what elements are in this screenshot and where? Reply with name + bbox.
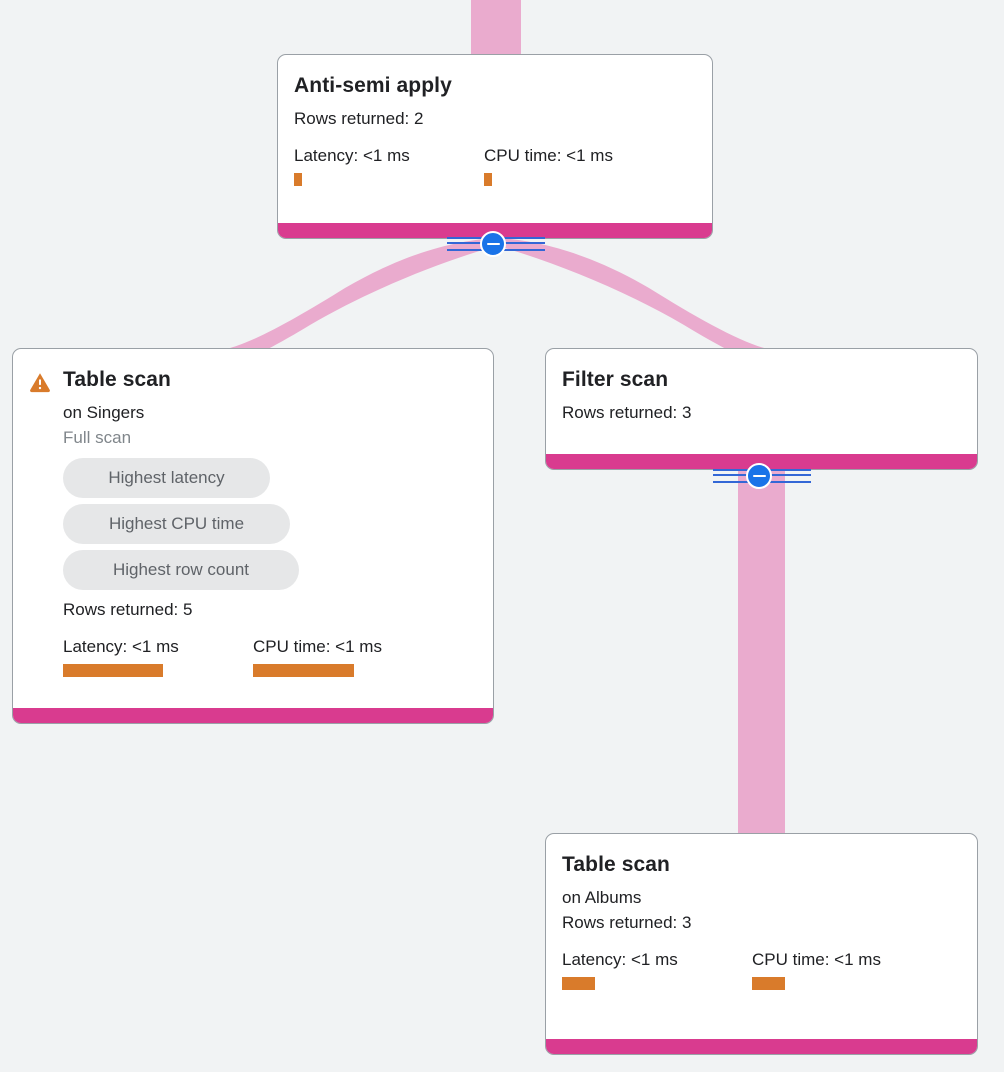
metric-latency-bar (63, 664, 163, 677)
metric-cpu-time-label: CPU time: <1 ms (253, 637, 382, 656)
node-title: Table scan (562, 853, 670, 876)
metric-latency-bar (294, 173, 302, 186)
card-header: Anti-semi apply Rows returned: 2 (294, 73, 696, 131)
metric-cpu-time: CPU time: <1 ms (484, 145, 613, 186)
rows-returned-label: Rows returned: 3 (562, 913, 692, 932)
rows-returned-label: Rows returned: 5 (63, 600, 193, 619)
metric-cpu-time-bar (484, 173, 492, 186)
rows-returned-label: Rows returned: 2 (294, 109, 424, 128)
metrics-row: Latency: <1 ms CPU time: <1 ms (562, 949, 961, 990)
metric-cpu-time-label: CPU time: <1 ms (484, 146, 613, 165)
metric-latency: Latency: <1 ms (562, 949, 752, 990)
card-body: Anti-semi apply Rows returned: 2 Latency… (278, 55, 712, 223)
metric-latency-label: Latency: <1 ms (562, 950, 678, 969)
card-footer-bar (546, 1039, 977, 1054)
toggle-filter-scan[interactable] (713, 463, 811, 489)
minus-circle-icon[interactable] (746, 463, 772, 489)
card-body: Table scan on Singers Full scan Highest … (13, 349, 493, 708)
metric-cpu-time-label: CPU time: <1 ms (752, 950, 881, 969)
node-subtitle: on Albums (562, 888, 642, 907)
warning-triangle-icon (30, 373, 50, 393)
toggle-anti-semi-apply[interactable] (447, 231, 545, 257)
card-footer-bar (278, 223, 712, 238)
node-card-filter-scan[interactable]: Filter scan Rows returned: 3 (545, 348, 978, 470)
node-title: Table scan (63, 368, 171, 391)
card-header: Table scan on Singers Full scan Highest … (29, 367, 477, 677)
badge-highest-row-count: Highest row count (63, 550, 299, 590)
node-card-table-scan-singers[interactable]: Table scan on Singers Full scan Highest … (12, 348, 494, 724)
metric-latency: Latency: <1 ms (294, 145, 484, 186)
badge-highest-latency: Highest latency (63, 458, 270, 498)
card-footer-bar (13, 708, 493, 723)
card-footer-bar (546, 454, 977, 469)
metrics-row: Latency: <1 ms CPU time: <1 ms (294, 145, 696, 186)
card-header: Table scan on Albums Rows returned: 3 La… (562, 852, 961, 990)
node-card-table-scan-albums[interactable]: Table scan on Albums Rows returned: 3 La… (545, 833, 978, 1055)
card-body: Table scan on Albums Rows returned: 3 La… (546, 834, 977, 1039)
edge-filter-scan-to-table-scan-albums (738, 470, 785, 845)
node-subtitle: on Singers (63, 403, 145, 422)
rows-returned-label: Rows returned: 3 (562, 403, 692, 422)
metric-cpu-time-bar (752, 977, 785, 990)
metric-latency-label: Latency: <1 ms (294, 146, 410, 165)
card-header: Filter scan Rows returned: 3 (562, 367, 961, 425)
card-body: Filter scan Rows returned: 3 (546, 349, 977, 454)
metric-cpu-time: CPU time: <1 ms (253, 636, 382, 677)
minus-circle-icon[interactable] (480, 231, 506, 257)
metric-latency-bar (562, 977, 595, 990)
edge-parent-to-anti-semi-apply (471, 0, 521, 55)
metric-cpu-time: CPU time: <1 ms (752, 949, 881, 990)
edge-anti-semi-apply-to-filter-scan (498, 238, 764, 365)
edge-anti-semi-apply-to-table-scan-singers (230, 238, 496, 365)
node-scan-type: Full scan (63, 428, 132, 447)
node-title: Anti-semi apply (294, 74, 452, 97)
node-card-anti-semi-apply[interactable]: Anti-semi apply Rows returned: 2 Latency… (277, 54, 713, 239)
metric-latency-label: Latency: <1 ms (63, 637, 179, 656)
metrics-row: Latency: <1 ms CPU time: <1 ms (63, 636, 477, 677)
badge-highest-cpu-time: Highest CPU time (63, 504, 290, 544)
node-title: Filter scan (562, 368, 669, 391)
badge-list: Highest latency Highest CPU time Highest… (63, 458, 477, 590)
metric-latency: Latency: <1 ms (63, 636, 253, 677)
metric-cpu-time-bar (253, 664, 354, 677)
